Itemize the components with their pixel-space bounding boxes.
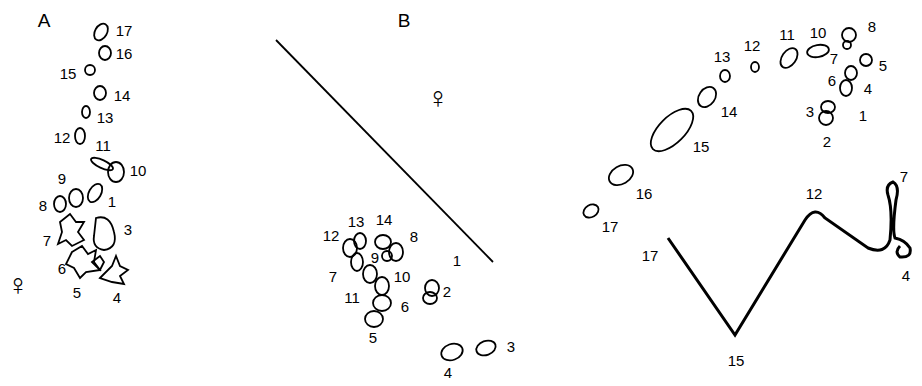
callout-number: 17 (116, 23, 133, 38)
callout-number: 5 (369, 330, 377, 345)
callout-number: 16 (116, 46, 133, 61)
callout-number: 4 (902, 268, 910, 283)
callout-number: 6 (58, 261, 66, 276)
outline-group-b (343, 233, 498, 363)
callout-number: 2 (443, 284, 451, 299)
callout-number: 6 (828, 73, 836, 88)
callout-number: 8 (410, 229, 418, 244)
callout-number: 11 (95, 138, 111, 153)
divider-line (276, 40, 493, 262)
callout-number: 7 (43, 233, 51, 248)
track-curve (668, 182, 910, 335)
callout-number: 11 (779, 27, 795, 42)
callout-number: 17 (642, 248, 659, 263)
callout-number: 14 (114, 88, 131, 103)
callout-number: 9 (58, 171, 66, 186)
callout-number: 13 (97, 110, 114, 125)
callout-number: 4 (444, 365, 452, 380)
callout-number: 4 (113, 290, 121, 305)
callout-number: 5 (73, 285, 81, 300)
callout-number: 16 (636, 186, 653, 201)
callout-number: 5 (879, 58, 887, 73)
panel-letter: A (38, 11, 51, 30)
callout-number: 10 (394, 269, 411, 284)
callout-number: 17 (602, 219, 619, 234)
callout-number: 10 (810, 25, 827, 40)
callout-number: 4 (864, 81, 872, 96)
callout-number: 13 (714, 49, 731, 64)
outline-group-a (54, 21, 128, 284)
callout-number: 2 (823, 134, 831, 149)
callout-number: 9 (371, 250, 379, 265)
callout-number: 3 (806, 104, 814, 119)
callout-number: 8 (39, 198, 47, 213)
callout-number: 1 (108, 194, 116, 209)
callout-number: 10 (130, 163, 147, 178)
callout-number: 3 (124, 222, 132, 237)
callout-number: 12 (806, 186, 823, 201)
callout-number: 7 (830, 51, 838, 66)
callout-number: 12 (323, 228, 340, 243)
callout-number: 8 (868, 19, 876, 34)
callout-number: 11 (344, 290, 360, 305)
callout-number: 3 (507, 339, 515, 354)
callout-number: 14 (376, 212, 393, 227)
callout-number: 15 (693, 139, 710, 154)
callout-number: 14 (721, 104, 738, 119)
callout-number: 12 (744, 38, 761, 53)
callout-number: 1 (453, 253, 461, 268)
callout-number: 13 (348, 214, 365, 229)
female-symbol: ♀ (427, 83, 450, 113)
outline-group-c (581, 28, 872, 220)
callout-number: 1 (859, 108, 867, 123)
callout-number: 6 (401, 299, 409, 314)
callout-number: 15 (60, 66, 77, 81)
panel-letter: B (398, 11, 411, 30)
callout-number: 7 (329, 269, 337, 284)
female-symbol: ♀ (7, 270, 30, 300)
callout-number: 15 (728, 353, 745, 368)
callout-number: 7 (900, 169, 908, 184)
callout-number: 12 (54, 130, 71, 145)
